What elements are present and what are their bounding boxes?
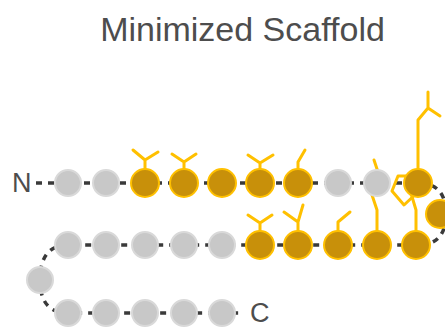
- active-residue: [170, 169, 198, 197]
- scaffold-residue: [171, 300, 197, 326]
- active-residue: [402, 231, 430, 259]
- scaffold-residue: [93, 232, 119, 258]
- active-residue: [246, 231, 274, 259]
- active-residue: [131, 169, 159, 197]
- backbone: [36, 183, 445, 313]
- active-residue: [246, 169, 274, 197]
- n-terminus-label: N: [12, 170, 32, 197]
- side-chains: [133, 92, 440, 245]
- active-residue: [404, 169, 432, 197]
- scaffold-residue: [55, 232, 81, 258]
- active-residue: [426, 200, 445, 228]
- active-residue: [363, 231, 391, 259]
- c-terminus-label: C: [250, 300, 270, 327]
- active-residue: [284, 231, 312, 259]
- scaffold-residue: [209, 232, 235, 258]
- diagram-title: Minimized Scaffold: [0, 12, 445, 46]
- scaffold-residue: [93, 300, 119, 326]
- active-residue: [208, 169, 236, 197]
- active-residue: [324, 231, 352, 259]
- scaffold-residue: [325, 170, 351, 196]
- scaffold-residue: [93, 170, 119, 196]
- active-residue: [284, 169, 312, 197]
- scaffold-residue: [132, 232, 158, 258]
- scaffold-residue: [364, 170, 390, 196]
- scaffold-residue: [209, 300, 235, 326]
- scaffold-residue: [132, 300, 158, 326]
- scaffold-residue: [171, 232, 197, 258]
- residues: [27, 169, 445, 326]
- scaffold-residue: [55, 170, 81, 196]
- scaffold-residue: [27, 267, 53, 293]
- scaffold-residue: [55, 300, 81, 326]
